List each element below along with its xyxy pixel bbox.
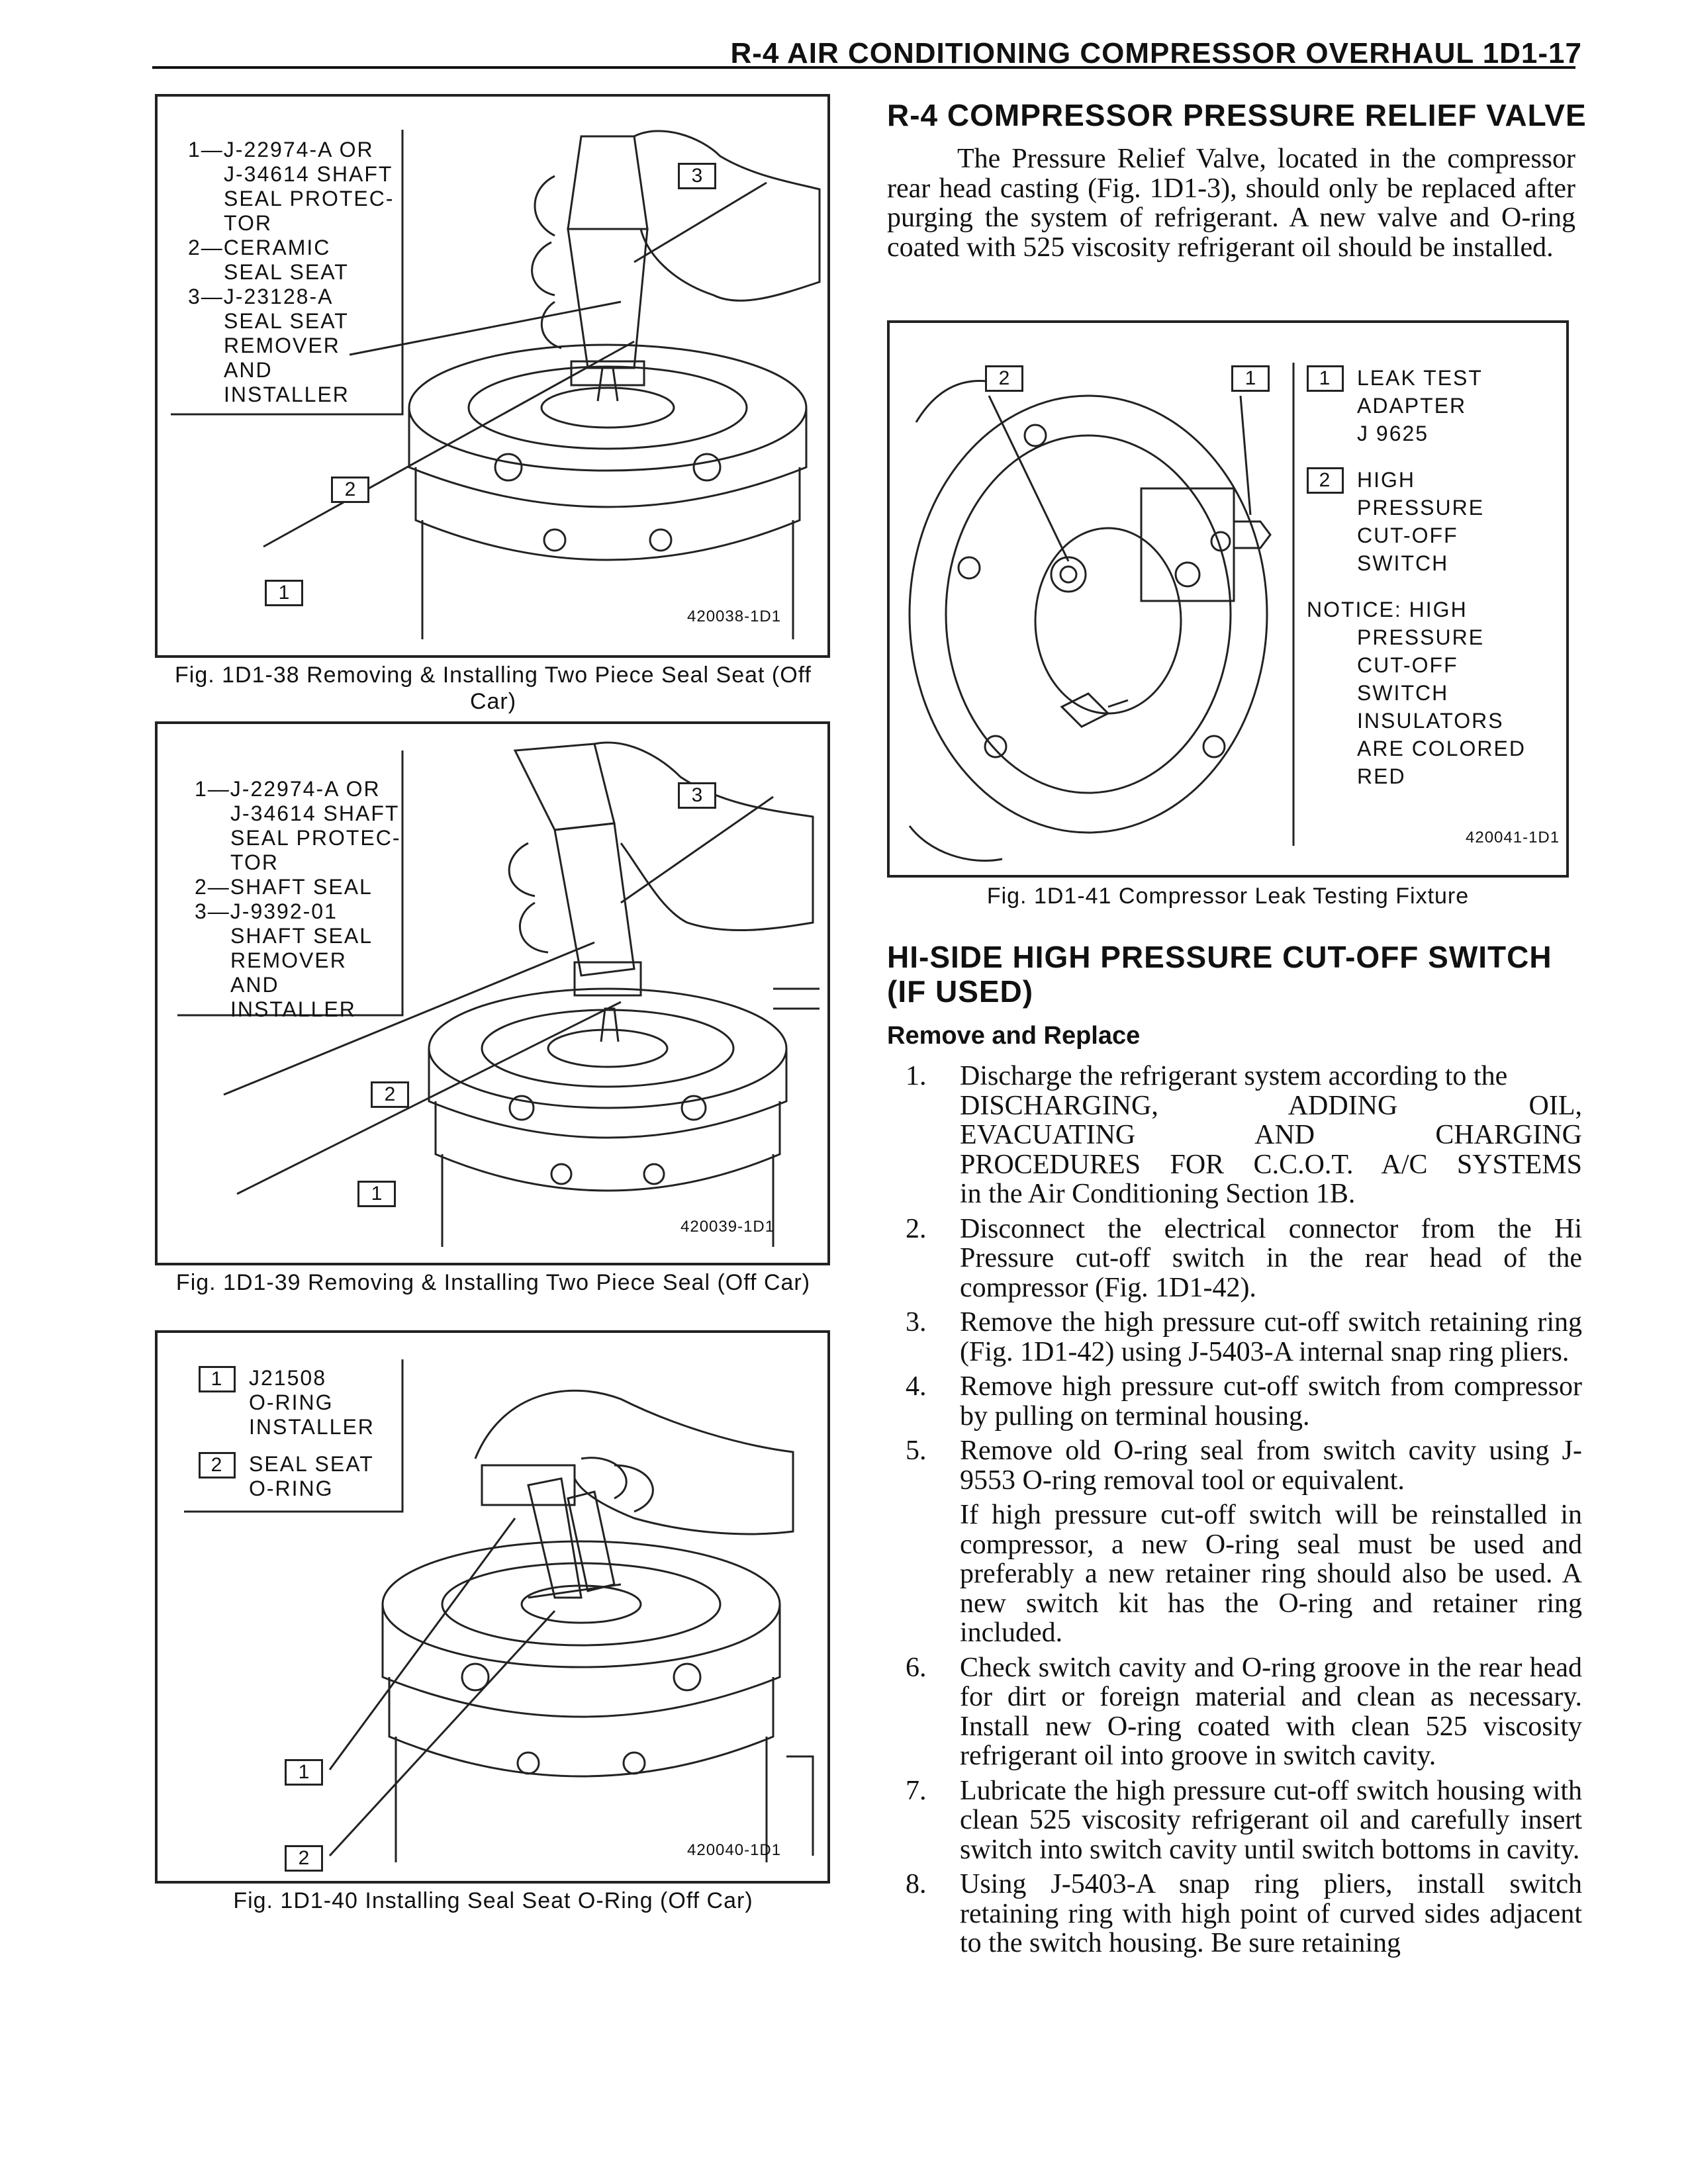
legend-callout-1: 1	[1307, 365, 1344, 392]
notice-block: NOTICE: HIGH PRESSURE CUT-OFF SWITCH INS…	[1307, 598, 1526, 788]
figure-1d1-40-caption: Fig. 1D1-40 Installing Seal Seat O-Ring …	[233, 1888, 753, 1913]
callout-3: 3	[678, 782, 716, 809]
figure-legend: 1—J-22974-A OR J-34614 SHAFT SEAL PROTEC…	[188, 138, 395, 406]
relief-valve-heading: R-4 COMPRESSOR PRESSURE RELIEF VALVE	[887, 98, 1587, 132]
step-8: 8. Using J-5403-A snap ring pliers, inst…	[906, 1869, 1582, 1958]
callout-2: 2	[371, 1081, 409, 1108]
figure-legend: 1—J-22974-A OR J-34614 SHAFT SEAL PROTEC…	[195, 777, 401, 1021]
step-7: 7. Lubricate the high pressure cut-off s…	[906, 1775, 1582, 1865]
step-4: 4. Remove high pressure cut-off switch f…	[906, 1371, 1582, 1432]
callout-1: 1	[357, 1181, 396, 1207]
figure-code: 420041-1D1	[1466, 829, 1560, 846]
step-2: 2. Disconnect the electrical connector f…	[906, 1213, 1582, 1303]
callout-1: 1	[1231, 365, 1270, 392]
step-3: 3. Remove the high pressure cut-off swit…	[906, 1307, 1582, 1367]
figure-code: 420038-1D1	[687, 608, 782, 625]
figure-1d1-39-caption: Fig. 1D1-39 Removing & Installing Two Pi…	[175, 1270, 811, 1295]
figure-1d1-41-caption: Fig. 1D1-41 Compressor Leak Testing Fixt…	[986, 884, 1470, 909]
seal-seat-removal-illustration	[171, 130, 821, 639]
figure-1d1-38: 1—J-22974-A OR J-34614 SHAFT SEAL PROTEC…	[155, 94, 830, 658]
callout-2: 2	[285, 1845, 323, 1872]
leak-testing-fixture-illustration	[908, 363, 1295, 862]
procedure-steps: 1. Discharge the refrigerant system acco…	[887, 1062, 1582, 1964]
figure-1d1-39: 1—J-22974-A OR J-34614 SHAFT SEAL PROTEC…	[155, 721, 830, 1265]
step-5: 5. Remove old O-ring seal from switch ca…	[906, 1435, 1582, 1648]
callout-2: 2	[331, 477, 369, 503]
figure-1d1-40: 1 J21508 O-RING INSTALLER 2 SEAL SEAT O-…	[155, 1330, 830, 1884]
callout-1: 1	[265, 580, 303, 606]
step-6: 6. Check switch cavity and O-ring groove…	[906, 1652, 1582, 1771]
legend-callout-2: 2	[199, 1452, 236, 1479]
figure-1d1-38-caption: Fig. 1D1-38 Removing & Installing Two Pi…	[175, 662, 812, 714]
o-ring-installer-illustration	[184, 1359, 814, 1862]
figure-code: 420040-1D1	[687, 1841, 782, 1859]
hi-side-switch-heading: HI-SIDE HIGH PRESSURE CUT-OFF SWITCH (IF…	[887, 940, 1552, 1009]
callout-2: 2	[985, 365, 1023, 392]
shaft-seal-removal-illustration	[177, 741, 820, 1247]
callout-3: 3	[678, 163, 716, 189]
figure-1d1-41: 2 1 1 LEAK TEST ADAPTER J 9625 2 HIGH PR…	[887, 320, 1569, 878]
figure-legend: 1 LEAK TEST ADAPTER J 9625 2 HIGH PRESSU…	[1307, 365, 1526, 790]
relief-valve-body: The Pressure Relief Valve, located in th…	[887, 144, 1575, 263]
running-header-title: R-4 AIR CONDITIONING COMPRESSOR OVERHAUL…	[730, 37, 1582, 69]
figure-code: 420039-1D1	[680, 1218, 775, 1236]
legend-callout-1: 1	[199, 1366, 236, 1392]
header-rule	[152, 66, 1575, 69]
legend-callout-2: 2	[1307, 467, 1344, 494]
remove-replace-subheading: Remove and Replace	[887, 1022, 1141, 1050]
page-header: R-4 AIR CONDITIONING COMPRESSOR OVERHAUL…	[152, 37, 1582, 69]
step-5-note: If high pressure cut-off switch will be …	[960, 1500, 1582, 1648]
callout-1: 1	[285, 1759, 323, 1786]
step-1: 1. Discharge the refrigerant system acco…	[906, 1061, 1582, 1209]
